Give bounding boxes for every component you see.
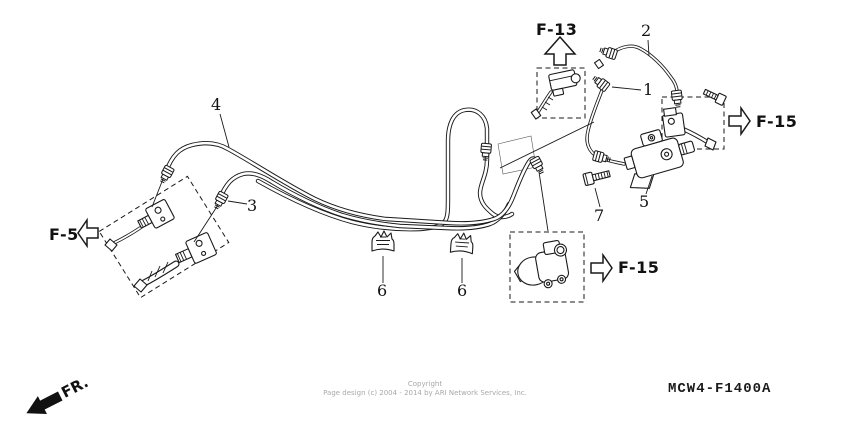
copyright-line-2: Page design (c) 2004 - 2014 by ARI Netwo… — [323, 389, 527, 397]
flare-nut — [479, 142, 493, 161]
f13-reference-part — [530, 69, 581, 120]
fr-arrow — [26, 391, 63, 414]
f5-joint-b-part — [133, 232, 217, 293]
f13-up-arrow — [543, 35, 577, 66]
diagram-code: MCW4-F1400A — [668, 381, 772, 397]
pipe-2 — [610, 44, 679, 94]
callout-7[interactable]: 7 — [594, 206, 605, 225]
fr-indicator: FR. — [26, 373, 91, 414]
f15-bottom-part-box — [509, 231, 585, 303]
ref-label-f15-top[interactable]: F-15 — [756, 112, 798, 131]
leader-lines — [151, 39, 653, 283]
reference-boxes — [98, 67, 725, 303]
callout-4[interactable]: 4 — [211, 95, 222, 114]
flare-nut — [591, 149, 612, 165]
flare-nut-fittings — [157, 44, 684, 211]
callout-6-right[interactable]: 6 — [457, 281, 468, 300]
pipe-1-end-cap — [593, 58, 605, 70]
flare-nut — [211, 190, 229, 211]
ref-label-f13[interactable]: F-13 — [536, 20, 578, 39]
f5-part-box — [98, 175, 230, 299]
callout-3[interactable]: 3 — [247, 196, 258, 215]
callout-5[interactable]: 5 — [639, 192, 650, 211]
f15-top-joint-part — [662, 88, 727, 151]
f13-part-box — [536, 67, 586, 119]
flare-nut — [529, 155, 547, 176]
reference-arrows — [77, 35, 751, 284]
copyright-notice: Copyright Page design (c) 2004 - 2014 by… — [285, 380, 565, 398]
f15-bottom-master-cylinder-part — [513, 239, 570, 289]
ref-label-f5[interactable]: F-5 — [49, 225, 79, 244]
flare-nut — [590, 73, 611, 93]
f15-top-bolt — [702, 88, 727, 106]
copyright-line-1: Copyright — [407, 380, 443, 388]
fr-label: FR. — [58, 373, 91, 402]
f15-bottom-right-arrow — [590, 252, 613, 284]
pipe-flag-panel — [497, 135, 537, 175]
valve-assembly-5 — [623, 129, 695, 189]
f5-left-arrow — [77, 217, 99, 249]
clamp-6-right — [449, 231, 475, 255]
clamp-6-left — [371, 230, 395, 252]
flare-nut — [670, 89, 684, 109]
pipe-1 — [585, 58, 626, 166]
callout-6-left[interactable]: 6 — [377, 281, 388, 300]
f5-joint-a-part — [104, 199, 175, 252]
callout-1[interactable]: 1 — [643, 80, 654, 99]
ref-label-f15-bottom[interactable]: F-15 — [618, 258, 660, 277]
bolt-7 — [582, 170, 611, 186]
f15-top-right-arrow — [728, 105, 751, 137]
flare-nut — [598, 44, 619, 61]
callout-2[interactable]: 2 — [641, 21, 652, 40]
flare-nut — [157, 164, 175, 185]
pipe-bundle — [163, 107, 540, 232]
pipe-loop — [255, 107, 515, 232]
